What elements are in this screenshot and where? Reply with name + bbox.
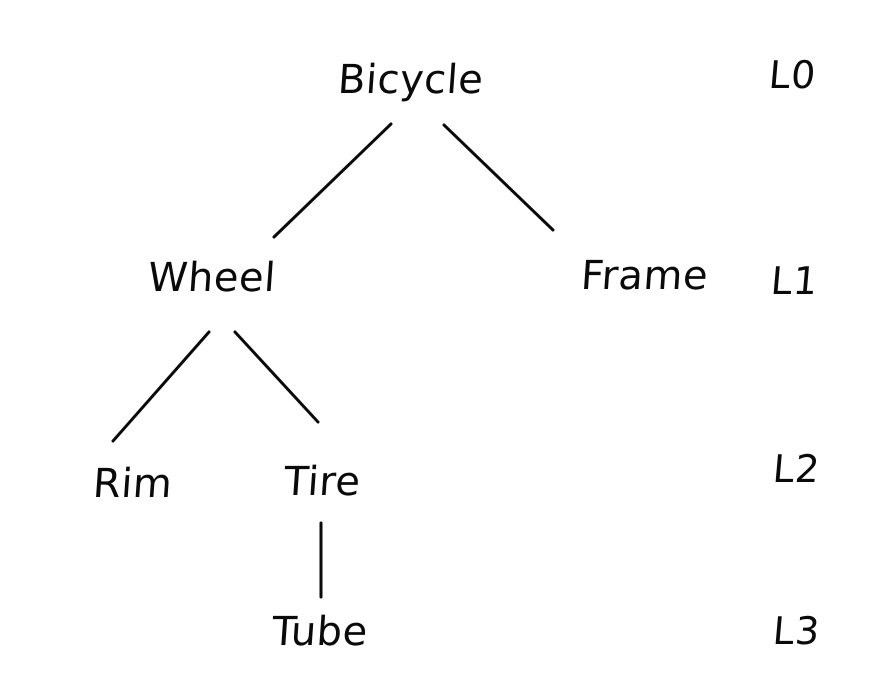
tree-node-bicycle: Bicycle xyxy=(336,57,486,103)
tree-node-frame: Frame xyxy=(579,253,710,299)
level-label-l2: L2 xyxy=(771,447,823,491)
level-label-l0: L0 xyxy=(767,53,819,97)
level-label-l1: L1 xyxy=(769,259,821,303)
level-label-l3: L3 xyxy=(771,609,823,653)
edge-bicycle-frame xyxy=(442,123,555,232)
tree-node-tire: Tire xyxy=(282,459,363,505)
edge-wheel-tire xyxy=(233,330,320,424)
edge-wheel-rim xyxy=(111,330,211,443)
tree-node-rim: Rim xyxy=(91,461,174,507)
edge-bicycle-wheel xyxy=(272,122,393,239)
tree-node-wheel: Wheel xyxy=(146,255,278,301)
tree-node-tube: Tube xyxy=(270,609,370,655)
